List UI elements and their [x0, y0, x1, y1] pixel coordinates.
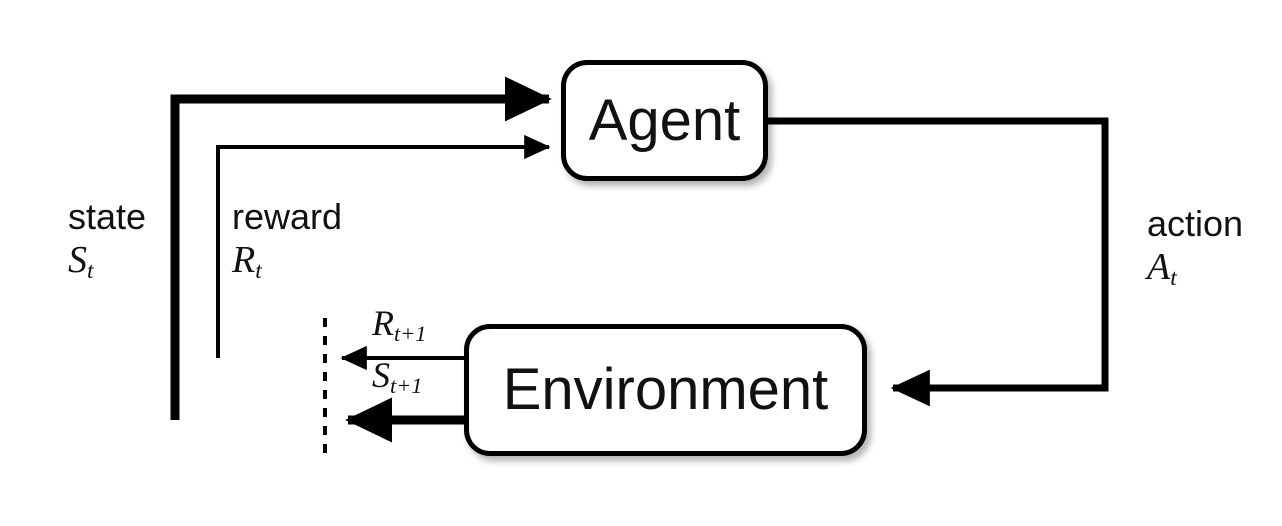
- reward-word: reward: [232, 196, 343, 237]
- edge-action: [767, 117, 1109, 407]
- edge-label-state-next: St+1: [372, 355, 423, 398]
- reward-symbol: Rt: [232, 238, 262, 285]
- state-symbol: St: [68, 238, 94, 285]
- state-word: state: [68, 196, 147, 237]
- edge-reward-feedback: [216, 134, 551, 358]
- edge-label-action: action At: [1147, 203, 1244, 292]
- node-agent[interactable]: Agent: [561, 60, 768, 181]
- node-environment[interactable]: Environment: [464, 324, 867, 456]
- edge-state-feedback: [170, 76, 552, 420]
- node-environment-label: Environment: [502, 357, 829, 422]
- node-agent-label: Agent: [588, 87, 741, 153]
- action-word: action: [1147, 203, 1244, 244]
- edge-label-reward-next: Rt+1: [372, 303, 427, 346]
- edge-label-reward: reward Rt: [232, 196, 343, 285]
- action-symbol: At: [1147, 245, 1177, 292]
- edge-label-state: state St: [68, 196, 147, 285]
